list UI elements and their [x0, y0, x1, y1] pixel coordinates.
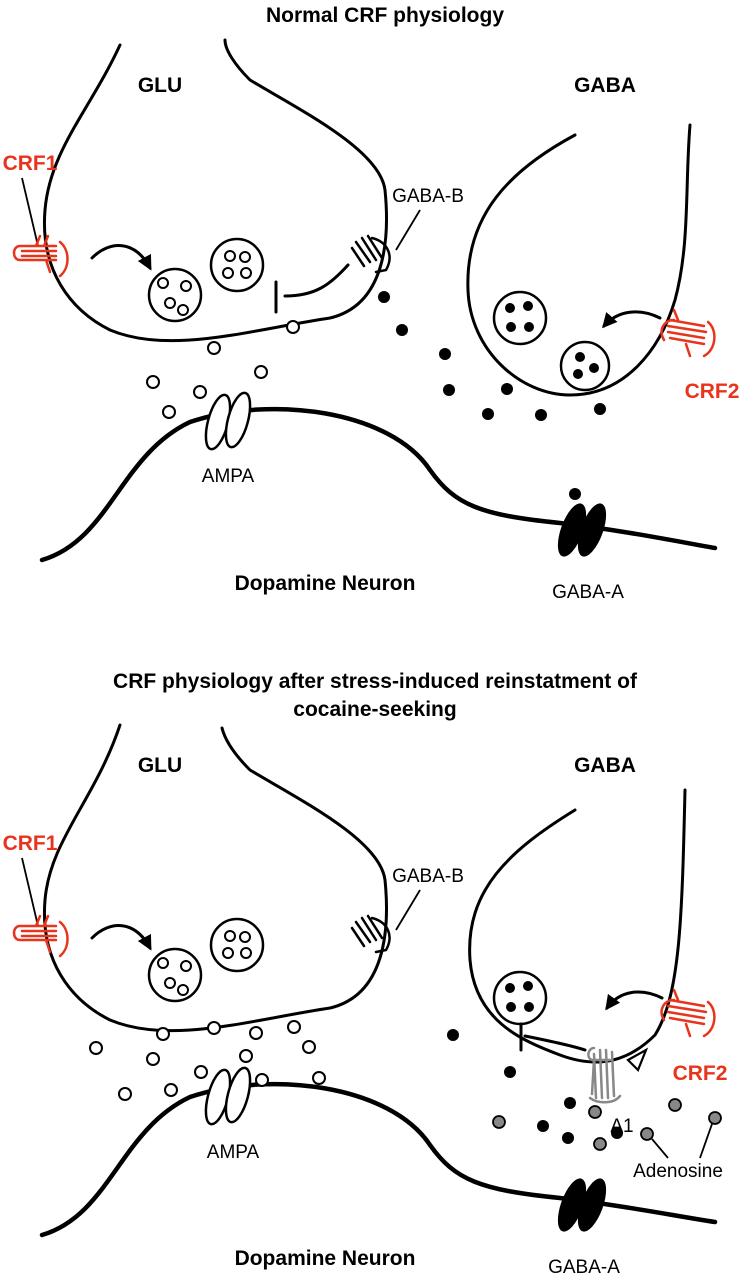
dopamine-neuron-label: Dopamine Neuron [235, 572, 416, 595]
gaba-terminal-membrane [466, 123, 692, 397]
gaba-vesicle [492, 290, 548, 346]
dopamine-neuron-membrane [39, 1081, 718, 1238]
gaba-terminal-membrane [468, 788, 687, 1064]
gabab-inhibition-line [283, 263, 350, 298]
glu-terminal-membrane [42, 723, 388, 1033]
gabab-label: GABA-B [392, 186, 464, 207]
crf1-receptor-icon [12, 234, 69, 278]
crf2-a1-coupling-icon [626, 1047, 649, 1072]
adenosine-leader [651, 1138, 669, 1159]
crf1-signal-arrow [90, 244, 152, 271]
ampa-label: AMPA [202, 466, 255, 487]
panel-normal: Normal CRF physiology GLU GABA Dopamine … [3, 4, 740, 603]
glu-label: GLU [138, 754, 182, 777]
ampa-receptor-icon [204, 391, 252, 451]
gabab-leader [395, 889, 421, 931]
crf1-leader [21, 857, 39, 927]
panel-title-line1: CRF physiology after stress-induced rein… [113, 670, 638, 693]
glu-vesicle [209, 237, 265, 293]
crf2-signal-arrow [605, 990, 664, 1011]
crf1-signal-arrow [90, 924, 152, 951]
adenosine-label: Adenosine [633, 1161, 723, 1182]
glu-vesicle [147, 947, 203, 1003]
crf2-signal-arrow [602, 310, 662, 329]
dopamine-neuron-membrane [39, 406, 718, 563]
crf2-receptor-icon [660, 308, 716, 358]
a1-inhibition-line [523, 1034, 587, 1052]
glu-vesicle [209, 917, 265, 973]
released-glutamate [146, 320, 300, 419]
glu-label: GLU [138, 74, 182, 97]
panel-title-line2: cocaine-seeking [293, 698, 456, 721]
crf2-receptor-icon [660, 988, 716, 1038]
ampa-label: AMPA [207, 1142, 260, 1163]
glu-vesicle [147, 267, 203, 323]
gabab-leader [395, 209, 421, 251]
released-glutamate [89, 1020, 326, 1101]
crf1-label: CRF1 [3, 152, 58, 175]
gabaa-label: GABA-A [548, 1257, 620, 1278]
adenosine-leader [699, 1123, 713, 1159]
crf2-label: CRF2 [685, 380, 740, 403]
gaba-label: GABA [574, 754, 636, 777]
released-gaba [378, 291, 606, 500]
crf1-leader [21, 177, 39, 247]
released-gaba [447, 1029, 623, 1144]
gabab-receptor-icon [350, 914, 391, 954]
a1-receptor-icon [587, 1046, 622, 1104]
crf1-label: CRF1 [3, 832, 58, 855]
gaba-vesicle [492, 970, 548, 1026]
gaba-label: GABA [574, 74, 636, 97]
panel-reinstatement: CRF physiology after stress-induced rein… [3, 670, 728, 1278]
gabab-label: GABA-B [392, 866, 464, 887]
crf2-label: CRF2 [673, 1062, 728, 1085]
panel-title: Normal CRF physiology [266, 4, 504, 27]
dopamine-neuron-label: Dopamine Neuron [235, 1247, 416, 1270]
gabab-receptor-icon [350, 234, 391, 274]
ampa-receptor-icon [204, 1066, 252, 1126]
adenosine-molecules [492, 1098, 722, 1151]
crf1-receptor-icon [12, 914, 69, 958]
gabaa-receptor-icon [557, 503, 607, 557]
glu-terminal-membrane [42, 38, 388, 343]
gaba-vesicle [559, 340, 611, 392]
gabaa-label: GABA-A [552, 582, 624, 603]
gabaa-receptor-icon [557, 1178, 607, 1232]
